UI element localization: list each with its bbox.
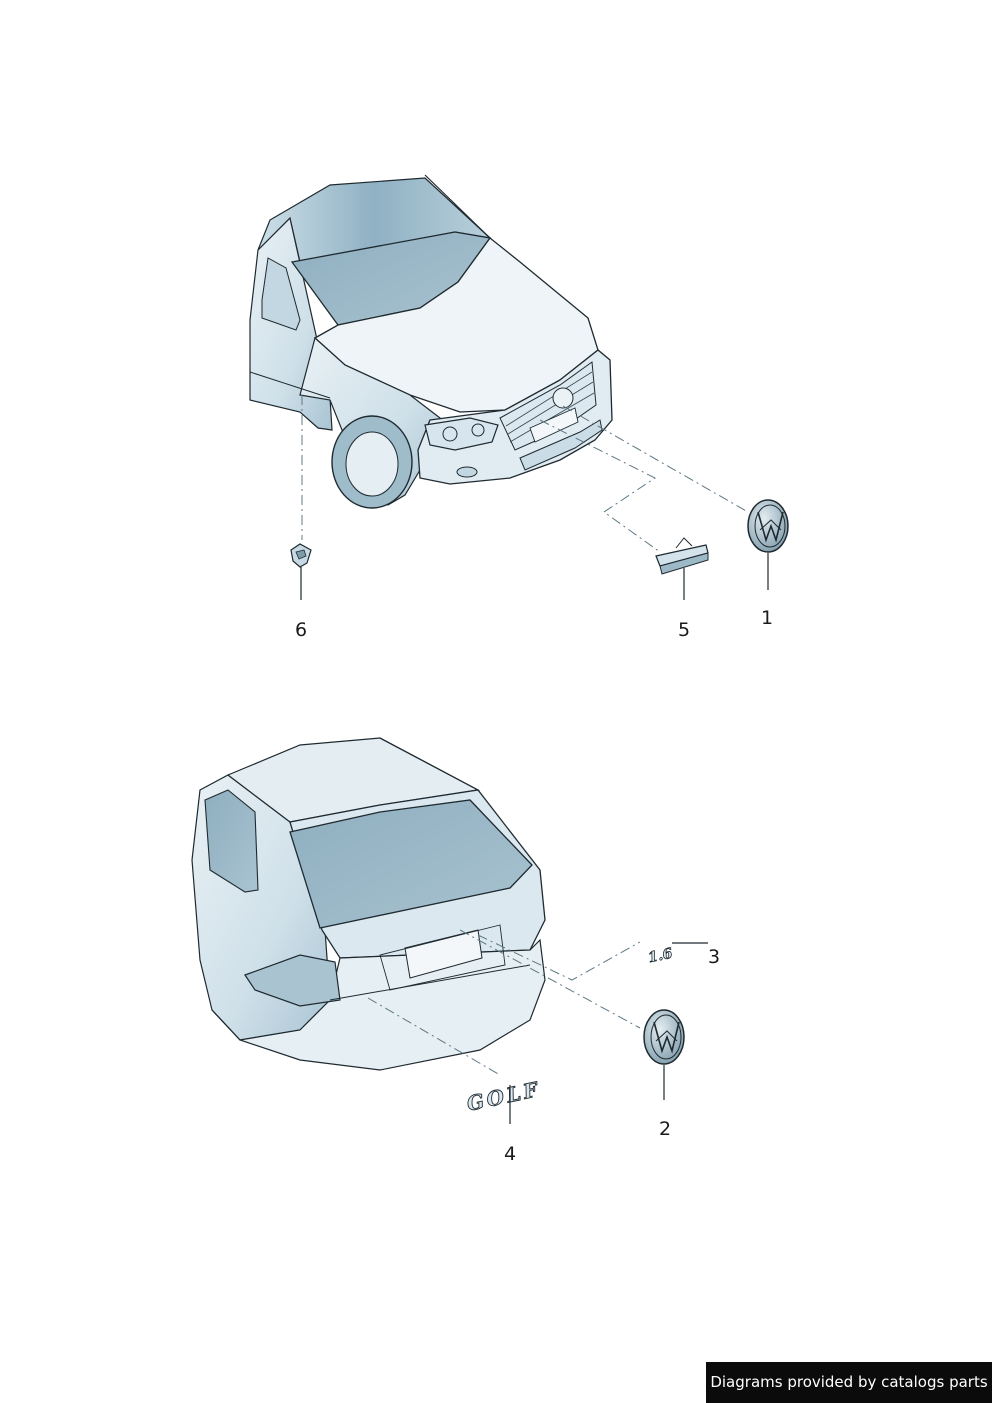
rear-car-side-window	[204, 789, 259, 893]
rear-car-body-line	[329, 964, 531, 1001]
leader-line-5	[539, 419, 661, 553]
front-car-headlight-lens	[471, 423, 485, 437]
part-1-vw-emblem-front	[747, 499, 789, 553]
front-car-headlight	[424, 417, 499, 451]
callout-number-6: 6	[295, 619, 307, 641]
callout-number-5: 5	[678, 619, 690, 641]
front-car-wheel-rim	[345, 431, 399, 497]
front-car-side-window	[261, 257, 301, 331]
vw-emblem-icon	[747, 499, 789, 553]
leader-line-1	[562, 405, 749, 513]
leader-line-4	[367, 997, 501, 1076]
front-car-body-line	[249, 371, 331, 399]
rear-car-illustration	[191, 737, 546, 1071]
callout-leaders	[300, 553, 769, 1124]
front-car-grille-logo	[552, 387, 574, 409]
front-car-lower-grille	[519, 419, 603, 471]
rear-car-body-line	[379, 737, 479, 791]
part-2-vw-emblem-rear	[643, 1009, 685, 1065]
footer-credit: Diagrams provided by catalogs parts	[706, 1362, 992, 1403]
callout-number-3: 3	[708, 946, 720, 968]
model-lettering-text: GOLF	[465, 1077, 543, 1116]
part-3-engine-badge: 1.6	[646, 945, 674, 967]
engine-badge-text: 1.6	[647, 946, 674, 967]
callout-number-1: 1	[761, 607, 773, 629]
rear-car-license-plate	[404, 929, 483, 979]
rear-car-tail-light	[244, 954, 341, 1007]
part-6-fender-badge	[290, 543, 312, 568]
callout-number-2: 2	[659, 1118, 671, 1140]
front-car-license-plate	[529, 407, 579, 443]
front-car-fog-light	[456, 466, 478, 478]
rear-car-bumper	[211, 938, 546, 1071]
vw-emblem-icon	[643, 1009, 685, 1065]
front-leader-lines	[301, 395, 749, 553]
part-5-grille-badge	[655, 537, 709, 575]
front-car-headlight-lens	[442, 426, 458, 442]
leader-line-3	[477, 934, 641, 981]
front-car-illustration	[249, 174, 613, 509]
front-car-body-line	[424, 174, 491, 239]
rear-leader-lines	[367, 929, 641, 1076]
front-car-hood	[313, 237, 599, 413]
front-car-grille	[499, 361, 597, 451]
part-4-model-lettering: GOLF	[464, 1076, 543, 1116]
front-car-grille-slats	[505, 371, 595, 443]
footer-credit-text: Diagrams provided by catalogs parts	[710, 1373, 988, 1391]
rear-car-rear-window	[289, 799, 533, 929]
leader-line-2	[459, 929, 641, 1029]
callout-number-4: 4	[504, 1143, 516, 1165]
